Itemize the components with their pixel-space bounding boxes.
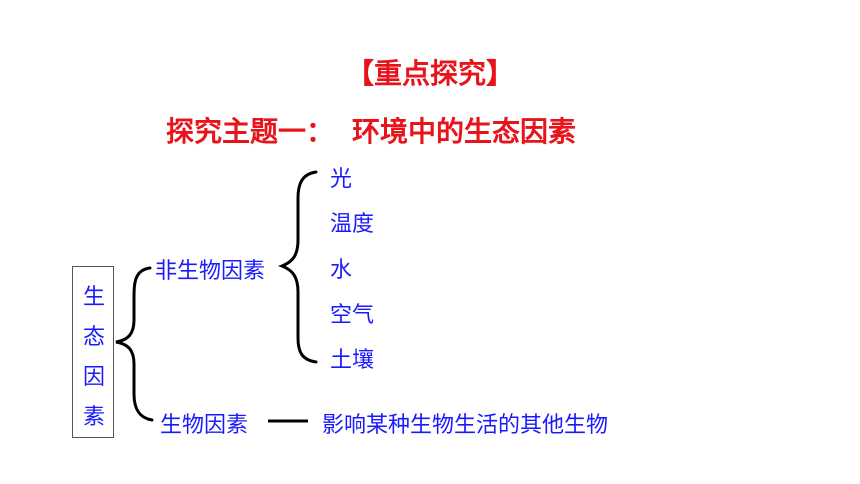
abiotic-item: 温度 [330,212,375,237]
topic-text: 环境中的生态因素 [352,115,577,148]
root-node-box: 生 态 因 素 [72,266,114,438]
root-char: 态 [82,325,105,350]
abiotic-item: 土壤 [330,348,375,373]
abiotic-label: 非生物因素 [155,259,266,284]
abiotic-item: 水 [330,258,353,283]
abiotic-brace [277,170,318,364]
section-heading: 【重点探究】 [345,57,514,90]
main-brace [115,266,154,422]
topic-label: 探究主题一： [166,115,335,148]
root-char: 生 [82,285,105,310]
abiotic-item: 光 [330,167,353,192]
root-char: 因 [82,365,105,390]
abiotic-item: 空气 [330,303,375,328]
topic-title: 探究主题一： 环境中的生态因素 [166,110,576,150]
biotic-label: 生物因素 [160,413,249,438]
biotic-description: 影响某种生物生活的其他生物 [322,413,609,438]
root-char: 素 [82,405,105,430]
